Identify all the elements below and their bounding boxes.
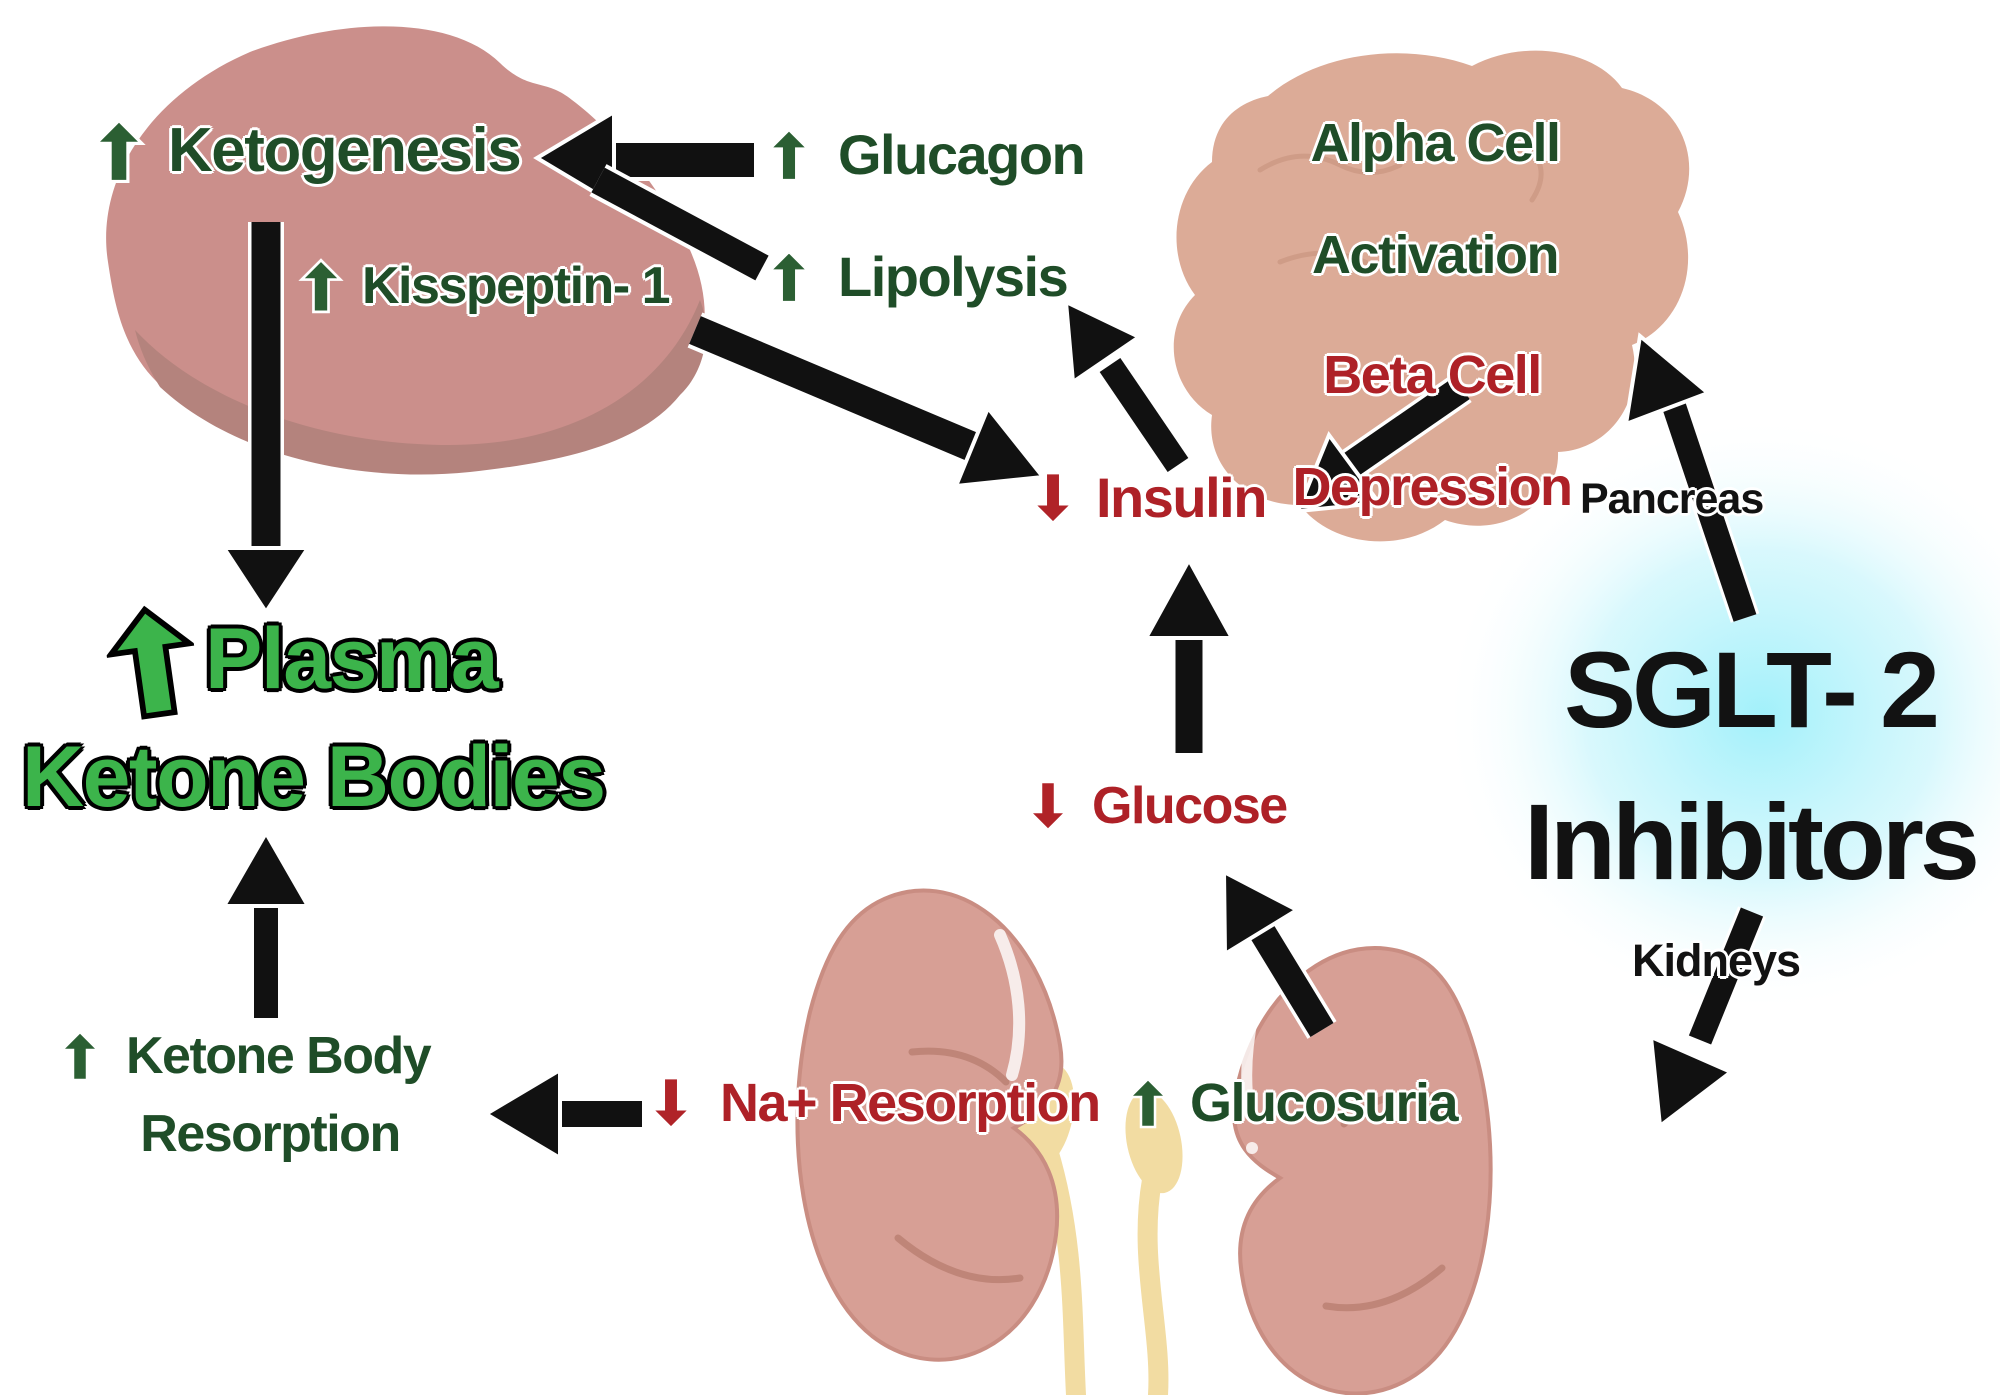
arrow-ketogenesis-to-plasma <box>220 222 312 616</box>
na-resorption-label: Na+ Resorption <box>648 1073 1101 1133</box>
na-resorption-text: Na+ Resorption <box>720 1073 1101 1133</box>
increase-arrow-icon <box>104 605 197 720</box>
kidneys-illustration <box>795 888 1493 1395</box>
left-ureter <box>1038 1140 1086 1395</box>
glucagon-label: Glucagon <box>768 123 1086 186</box>
arrow-pancreas-to-insulin <box>1294 374 1472 514</box>
liver-illustration <box>106 26 706 475</box>
glucosuria-label: Glucosuria <box>1126 1073 1459 1133</box>
alpha-cell-line2: Activation <box>1311 225 1560 285</box>
kisspeptin-text: Kisspeptin- 1 <box>362 257 671 315</box>
kidneys-text: Kidneys <box>1632 935 1801 986</box>
right-ureter <box>1137 1170 1169 1395</box>
decrease-arrow-icon <box>1031 471 1075 525</box>
arrow-glucagon-to-ketogenesis <box>533 108 754 208</box>
plasma-text-line1: Plasma <box>205 611 499 707</box>
glucosuria-text: Glucosuria <box>1190 1073 1459 1133</box>
glucagon-text: Glucagon <box>838 123 1086 186</box>
arrow-sglt-to-pancreas <box>1623 332 1760 623</box>
sglt-text-line1: SGLT- 2 <box>1563 629 1940 750</box>
increase-arrow-icon <box>298 258 344 314</box>
pancreas-text: Pancreas <box>1580 475 1764 523</box>
sglt-text-line2: Inhibitors <box>1524 781 1980 902</box>
ketone-body-label: Ketone Body <box>58 1027 432 1085</box>
increase-arrow-icon <box>1126 1077 1170 1129</box>
resorption-text: Resorption <box>140 1105 401 1163</box>
resorption-label: Resorption <box>120 1108 420 1160</box>
ketogenesis-label: Ketogenesis <box>92 116 522 185</box>
kidney-left <box>795 888 1064 1362</box>
arrow-glucose-to-insulin <box>1142 555 1236 753</box>
flow-arrows <box>220 108 1766 1162</box>
insulin-text: Insulin <box>1096 466 1267 529</box>
plasma-line1: Plasma <box>205 611 499 707</box>
alpha-cell-line1: Alpha Cell <box>1310 113 1561 173</box>
glucose-label: Glucose <box>1026 777 1288 835</box>
increase-arrow-icon <box>768 249 810 304</box>
lipolysis-text: Lipolysis <box>838 245 1069 308</box>
kisspeptin-label: Kisspeptin- 1 <box>298 257 671 315</box>
decrease-arrow-icon <box>1026 780 1070 832</box>
increase-arrow-icon <box>58 1030 102 1082</box>
increase-arrow-icon <box>92 118 146 184</box>
alpha-cell-label: Alpha Cell Activation <box>1285 116 1585 282</box>
sglt-line2: Inhibitors <box>1500 788 2000 896</box>
kidney-right <box>1231 946 1493 1395</box>
plasma-text-line2: Ketone Bodies <box>22 729 606 825</box>
right-renal-pelvis <box>1125 1090 1183 1194</box>
arrow-na-to-ketone-body <box>482 1066 642 1162</box>
kidneys-label: Kidneys <box>1632 935 1801 986</box>
arrow-insulin-to-lipolysis <box>1063 298 1192 474</box>
beta-cell-label: Beta Cell Depression <box>1282 348 1582 514</box>
arrow-kisspeptin-to-insulin <box>687 312 1047 489</box>
lipolysis-label: Lipolysis <box>768 245 1069 308</box>
glucose-text: Glucose <box>1092 777 1288 835</box>
arrow-resorption-to-plasma <box>220 828 312 1018</box>
beta-cell-line1: Beta Cell <box>1323 345 1542 405</box>
pancreas-label: Pancreas <box>1580 475 1764 523</box>
plasma-line2: Ketone Bodies <box>22 729 606 825</box>
beta-cell-line2: Depression <box>1292 457 1573 517</box>
ketogenesis-text: Ketogenesis <box>168 116 522 185</box>
arrow-lipolysis-to-ketogenesis <box>589 164 771 284</box>
decrease-arrow-icon <box>649 1076 693 1130</box>
ketone-body-text: Ketone Body <box>126 1027 432 1085</box>
pancreas-illustration <box>1173 50 1690 542</box>
arrow-sglt-to-kidneys <box>1648 906 1766 1130</box>
sglt-glow <box>1442 415 2000 1015</box>
increase-arrow-icon <box>768 127 810 182</box>
insulin-label: Insulin <box>1030 466 1267 529</box>
arrow-kidney-to-glucose <box>1221 868 1337 1039</box>
sglt-line1: SGLT- 2 <box>1500 636 2000 744</box>
